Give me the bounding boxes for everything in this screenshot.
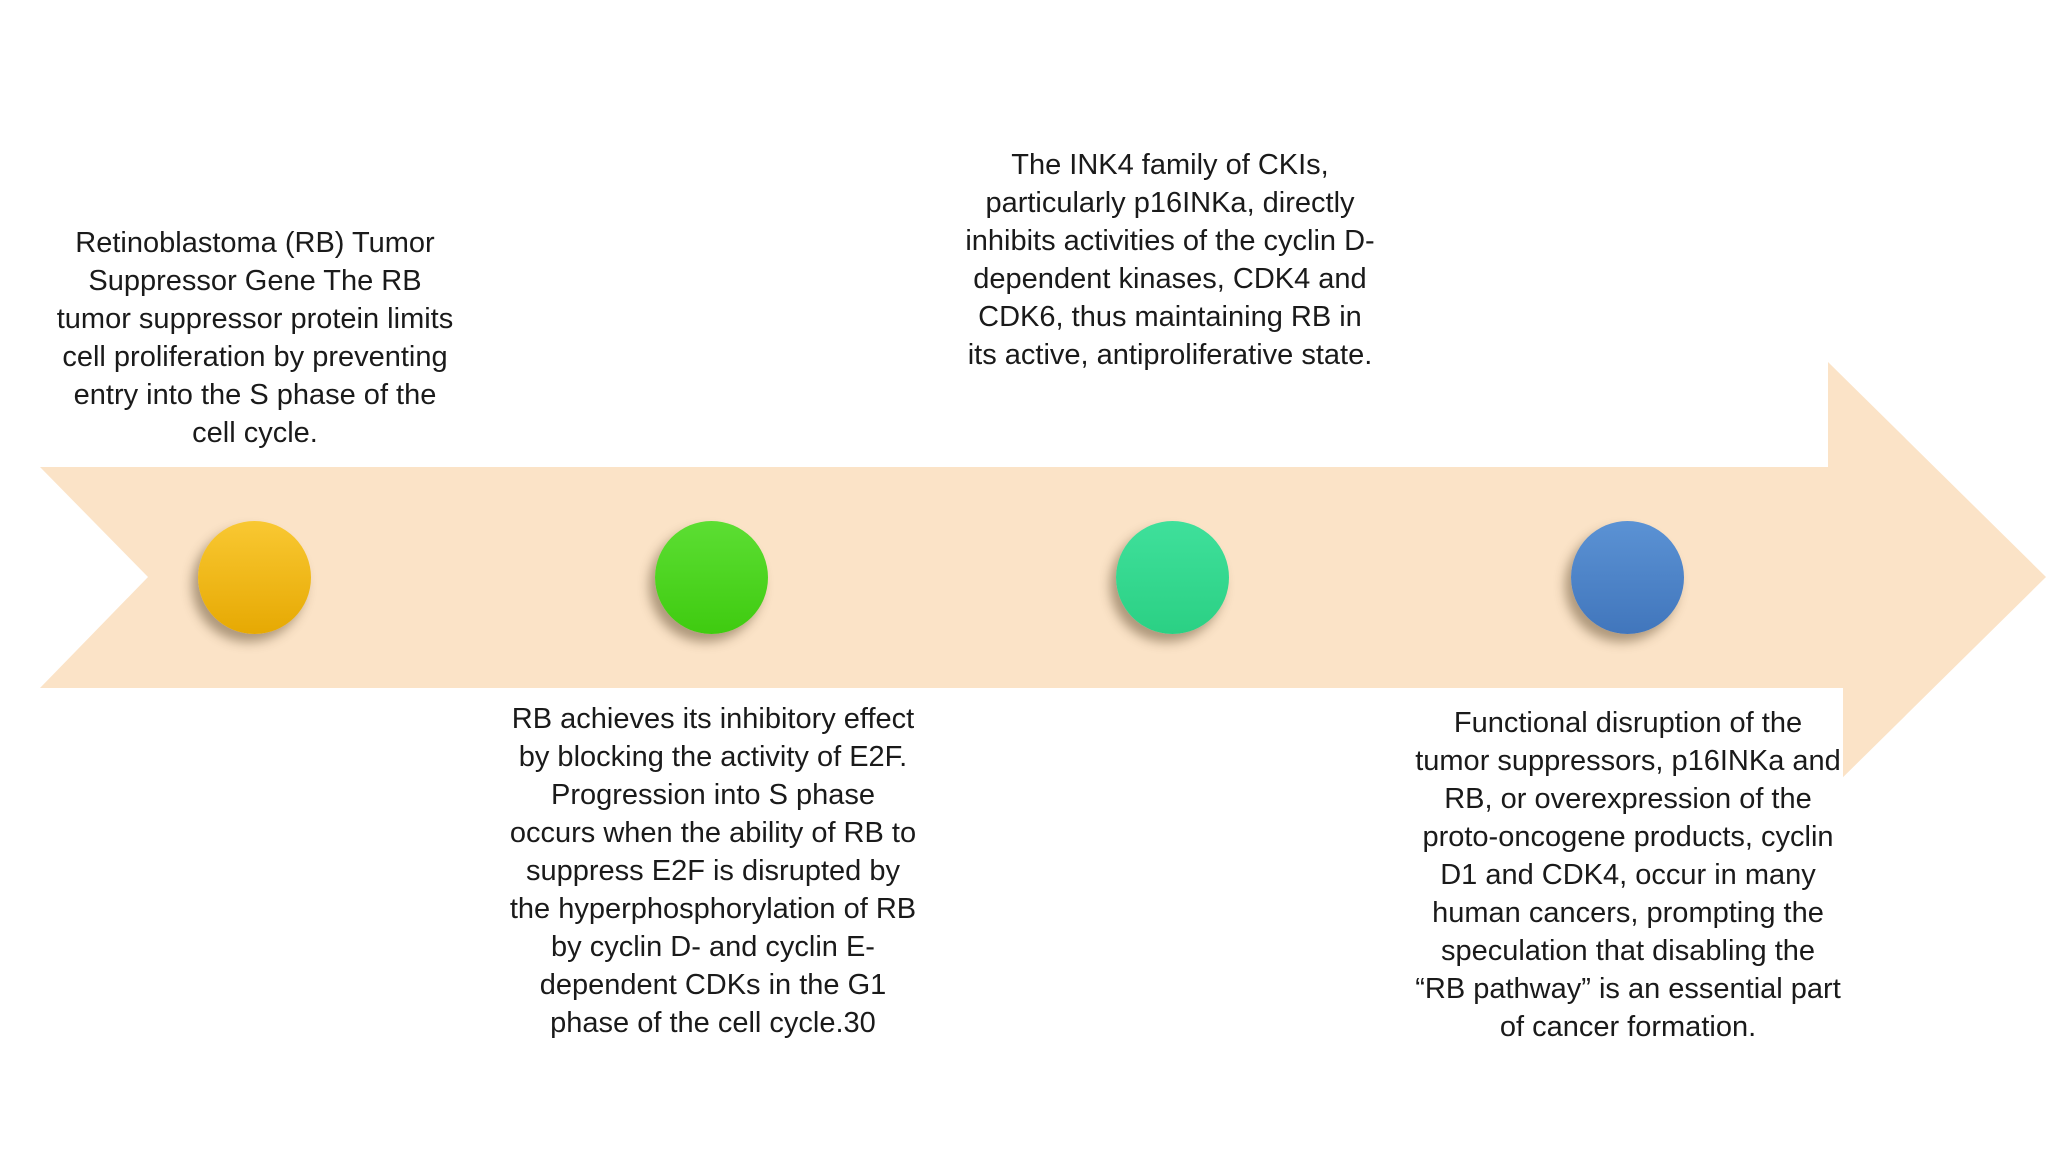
milestone-dot-green xyxy=(655,521,768,634)
milestone-caption-3: The INK4 family of CKIs, particularly p1… xyxy=(965,149,1375,371)
milestone-dot-blue xyxy=(1571,521,1684,634)
right-arrow-icon xyxy=(40,362,2046,792)
milestone-caption-1: Retinoblastoma (RB) Tumor Suppressor Gen… xyxy=(56,227,454,449)
milestone-dot-gold xyxy=(198,521,311,634)
milestone-caption-2: RB achieves its inhibitory effect by blo… xyxy=(509,703,917,1039)
milestone-dot-mint xyxy=(1116,521,1229,634)
milestone-caption-4: Functional disruption of the tumor suppr… xyxy=(1413,688,1843,1064)
